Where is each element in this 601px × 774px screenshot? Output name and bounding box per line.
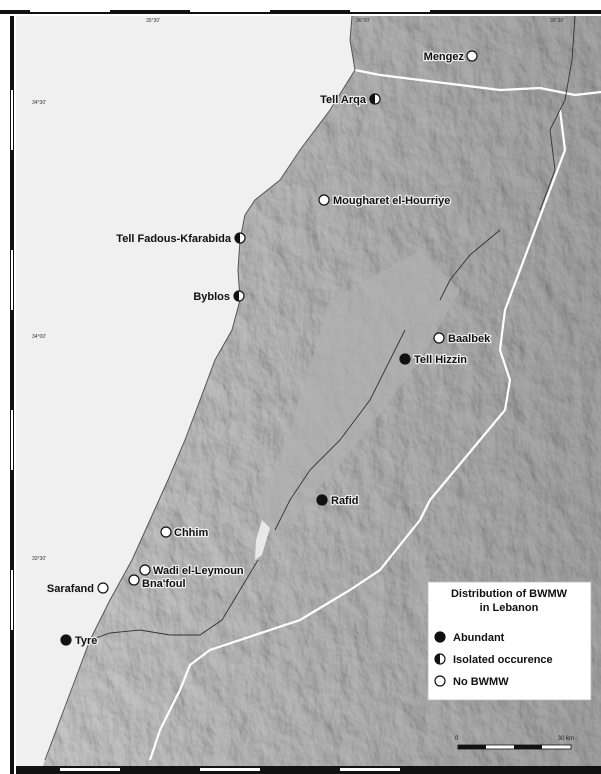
site-marker-none — [433, 332, 445, 344]
site-marker-isolated — [370, 94, 375, 104]
site-label[interactable]: Mougharet el-Hourriye — [332, 194, 452, 209]
site-marker-none — [97, 582, 109, 594]
site-marker-isolated — [234, 291, 239, 301]
top-tick-label: 36°30' — [550, 18, 564, 24]
bekaa-valley — [258, 250, 460, 540]
national-border — [148, 68, 601, 761]
site-label[interactable]: Bna'foul — [141, 577, 187, 592]
site-label[interactable]: Mengez — [422, 50, 465, 65]
left-tick-label: 34°00' — [32, 334, 46, 340]
scale-bar: 0 30 km — [455, 736, 574, 750]
site-markers: Mengez Tell Arqa Mougharet el-Hourriye T… — [46, 50, 493, 649]
site-label[interactable]: Byblos — [192, 290, 231, 305]
site-label[interactable]: Wadi el-Leymoun — [152, 564, 245, 579]
left-tick-label: 33°30' — [32, 556, 46, 562]
scale-end-label: 30 km — [558, 736, 574, 742]
site-marker-none — [318, 194, 330, 206]
site-label[interactable]: Rafid — [330, 494, 360, 509]
top-tick-label: 36°00' — [356, 18, 370, 24]
site-marker-abundant — [399, 353, 411, 365]
site-marker-none — [139, 564, 151, 576]
site-marker-isolated — [235, 233, 240, 243]
legend-subtitle: in Lebanon — [480, 602, 539, 614]
site-label[interactable]: Tell Hizzin — [413, 353, 469, 368]
legend-label: No BWMW — [453, 676, 509, 688]
site-label[interactable]: Baalbek — [447, 332, 493, 347]
site-marker-abundant — [316, 494, 328, 506]
site-marker-none — [466, 50, 478, 62]
site-label[interactable]: Tyre — [74, 634, 99, 649]
left-tick-label: 34°30' — [32, 100, 46, 106]
legend-symbol-none — [434, 675, 446, 687]
site-marker-none — [160, 526, 172, 538]
top-tick-label: 35°30' — [146, 18, 160, 24]
site-label[interactable]: Tell Arqa — [319, 93, 368, 108]
site-label[interactable]: Tell Fadous-Kfarabida — [115, 232, 233, 247]
legend-box — [427, 581, 592, 701]
legend: Distribution of BWMW in Lebanon Abundant… — [427, 581, 592, 701]
site-label[interactable]: Sarafand — [46, 582, 96, 597]
coastline — [44, 15, 356, 761]
legend-symbol-abundant — [434, 631, 446, 643]
scale-start-label: 0 — [455, 736, 459, 742]
legend-title: Distribution of BWMW — [451, 588, 568, 600]
legend-label: Isolated occurence — [453, 654, 553, 666]
site-marker-abundant — [60, 634, 72, 646]
legend-symbol-isolated — [435, 654, 440, 664]
site-marker-none — [128, 574, 140, 586]
rivers — [89, 15, 576, 641]
legend-label: Abundant — [453, 632, 505, 644]
site-label[interactable]: Chhim — [173, 526, 210, 541]
